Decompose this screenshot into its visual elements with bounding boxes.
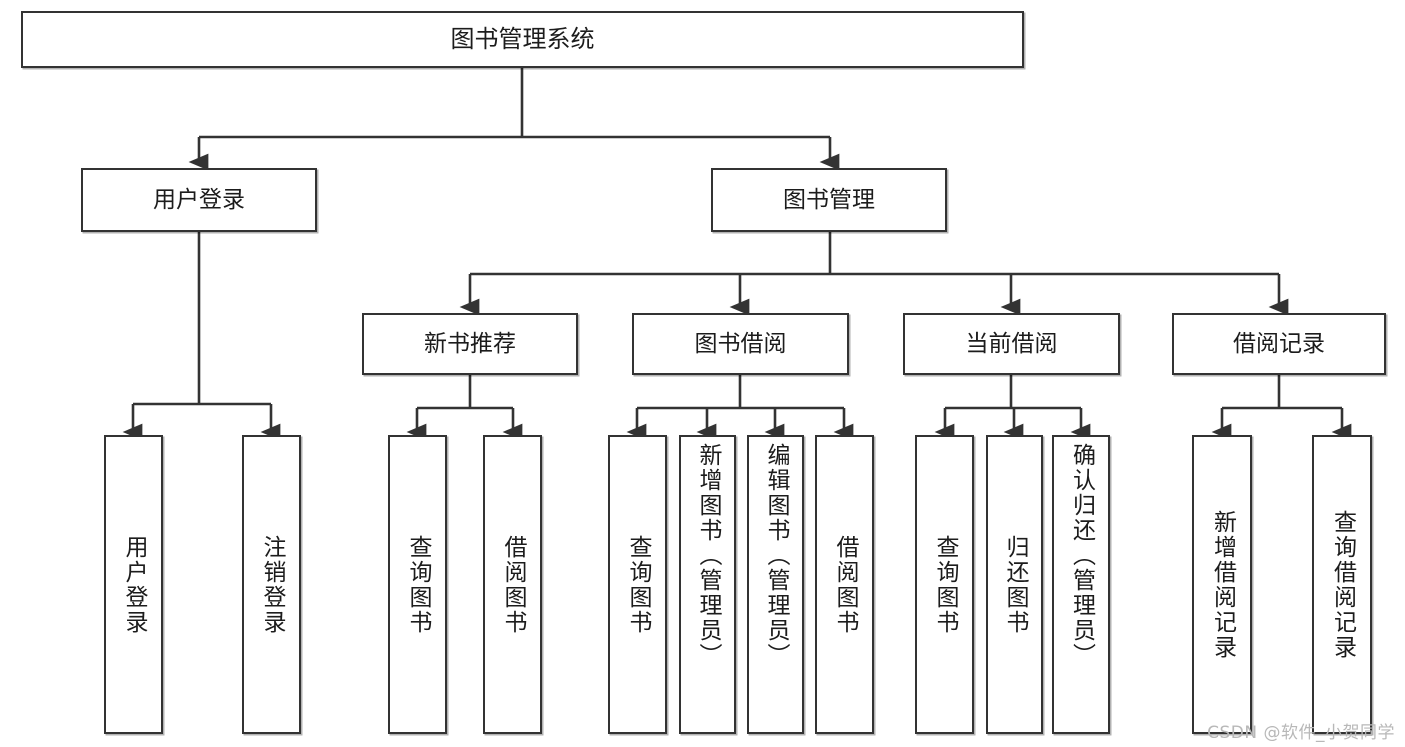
leaf-user-login[interactable]: 用户登录 <box>104 435 163 734</box>
leaf-borrow-book-recommend[interactable]: 借阅图书 <box>483 435 542 734</box>
node-user-login-label: 用户登录 <box>153 186 245 213</box>
leaf-edit-book-admin-label: 编辑图书（管理员） <box>763 443 789 668</box>
leaf-return-book-label: 归还图书 <box>1002 534 1028 635</box>
node-book-management[interactable]: 图书管理 <box>711 168 947 232</box>
leaf-add-book-admin-label: 新增图书（管理员） <box>695 443 721 668</box>
leaf-borrow-book-recommend-label: 借阅图书 <box>500 534 526 635</box>
node-book-borrow[interactable]: 图书借阅 <box>632 313 849 375</box>
leaf-logout[interactable]: 注销登录 <box>242 435 301 734</box>
node-new-book-recommend[interactable]: 新书推荐 <box>362 313 578 375</box>
leaf-query-book-borrow-label: 查询图书 <box>625 534 651 635</box>
node-user-login[interactable]: 用户登录 <box>81 168 317 232</box>
leaf-query-borrow-record-label: 查询借阅记录 <box>1329 509 1356 660</box>
leaf-borrow-book[interactable]: 借阅图书 <box>815 435 874 734</box>
node-borrow-record[interactable]: 借阅记录 <box>1172 313 1386 375</box>
node-book-borrow-label: 图书借阅 <box>694 330 787 357</box>
leaf-query-borrow-record[interactable]: 查询借阅记录 <box>1312 435 1372 734</box>
leaf-add-borrow-record[interactable]: 新增借阅记录 <box>1192 435 1252 734</box>
node-current-borrow-label: 当前借阅 <box>965 330 1058 357</box>
leaf-borrow-book-label: 借阅图书 <box>832 534 858 635</box>
leaf-confirm-return-admin-label: 确认归还（管理员） <box>1068 443 1095 668</box>
node-borrow-record-label: 借阅记录 <box>1233 330 1325 357</box>
leaf-query-book-current[interactable]: 查询图书 <box>915 435 974 734</box>
leaf-confirm-return-admin[interactable]: 确认归还（管理员） <box>1052 435 1110 734</box>
watermark: CSDN @软件_小贺同学 <box>1207 723 1395 743</box>
leaf-edit-book-admin[interactable]: 编辑图书（管理员） <box>747 435 804 734</box>
leaf-logout-label: 注销登录 <box>259 534 285 635</box>
node-new-book-recommend-label: 新书推荐 <box>424 330 516 357</box>
leaf-add-book-admin[interactable]: 新增图书（管理员） <box>679 435 736 734</box>
leaf-query-book-borrow[interactable]: 查询图书 <box>608 435 667 734</box>
leaf-query-book-recommend-label: 查询图书 <box>405 534 431 635</box>
leaf-query-book-recommend[interactable]: 查询图书 <box>388 435 447 734</box>
leaf-add-borrow-record-label: 新增借阅记录 <box>1209 509 1236 660</box>
node-root[interactable]: 图书管理系统 <box>21 11 1024 68</box>
leaf-query-book-current-label: 查询图书 <box>932 534 958 635</box>
leaf-return-book[interactable]: 归还图书 <box>986 435 1043 734</box>
node-book-management-label: 图书管理 <box>783 186 875 213</box>
node-current-borrow[interactable]: 当前借阅 <box>903 313 1120 375</box>
node-root-label: 图书管理系统 <box>450 24 595 53</box>
leaf-user-login-label: 用户登录 <box>121 534 147 635</box>
